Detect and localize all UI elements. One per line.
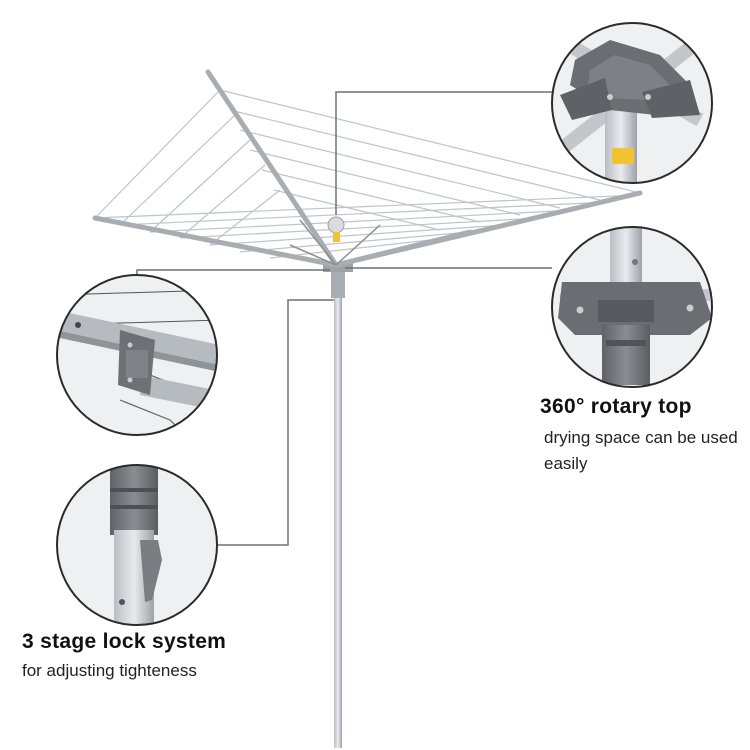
rotary-dryer <box>92 69 643 748</box>
lock-system-subtitle: for adjusting tighteness <box>22 661 197 680</box>
connector-arm-bracket <box>136 269 330 275</box>
zoom-lock-system <box>56 464 218 626</box>
caption-lock-system: 3 stage lock system for adjusting tighte… <box>22 630 226 684</box>
zoom-top-hub <box>551 22 713 184</box>
callout-connectors <box>136 91 552 546</box>
caption-rotary-top: 360° rotary top drying space can be used… <box>540 395 744 477</box>
lock-system-title: 3 stage lock system <box>22 630 227 653</box>
rotary-top-subtitle: drying space can be used easily <box>544 428 738 473</box>
rotary-top-title: 360° rotary top <box>540 395 692 418</box>
zoom-arm-bracket <box>56 274 218 436</box>
connector-lock-system <box>217 299 334 546</box>
main-pole <box>334 270 342 748</box>
zoom-rotary-top <box>551 226 713 388</box>
connector-top-hub <box>335 91 552 215</box>
